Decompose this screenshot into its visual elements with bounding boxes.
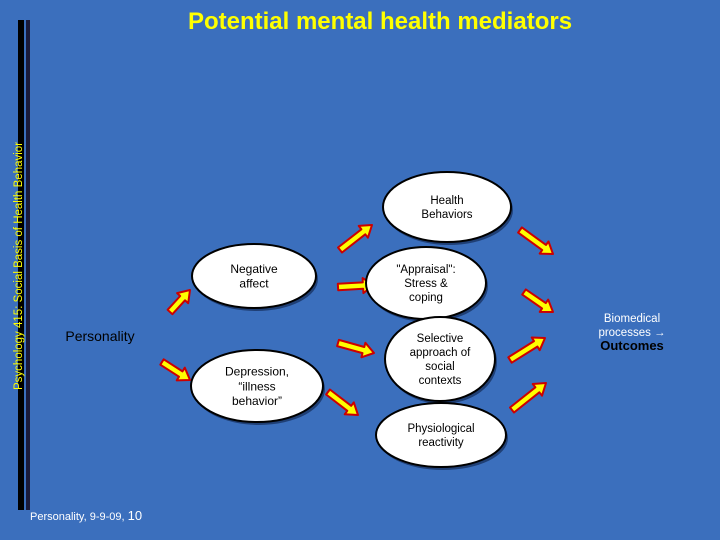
node-label-line: Depression,	[225, 365, 289, 379]
node-layer: Personality NegativeaffectDepression,“ill…	[65, 171, 666, 470]
left-bar-inner	[26, 20, 30, 510]
node-selective-approach: Selective approach of social contexts	[384, 316, 497, 404]
node-label-line: Negative	[230, 262, 278, 276]
arrow-personality-to-depression	[159, 358, 191, 382]
arrow-depression-to-selective-approach	[325, 388, 359, 416]
node-outcomes: Biomedical processes →Outcomes	[598, 313, 665, 353]
node-label-line: “illness	[238, 379, 275, 393]
node-physiological-reactivity: Physiological reactivity	[375, 402, 508, 470]
arrow-negative-affect-to-selective-approach	[336, 338, 375, 359]
node-label-line: processes →	[598, 327, 665, 339]
footer: Personality, 9-9-09, 10	[30, 508, 142, 523]
arrow-physiological-reactivity-to-outcomes	[509, 382, 547, 414]
node-ellipse	[382, 171, 512, 243]
node-ellipse	[375, 402, 507, 468]
node-label-line: Health	[430, 195, 463, 207]
node-label-line: behavior”	[232, 394, 282, 408]
node-label-line: Selective	[417, 333, 464, 345]
node-label-line: Personality	[65, 328, 134, 344]
arrow-appraisal-to-outcomes	[521, 288, 554, 313]
sidebar-course-label: Psychology 415: Social Basis of Health B…	[13, 141, 25, 390]
node-label-line: contexts	[419, 375, 462, 387]
node-appraisal: "Appraisal": Stress & coping	[365, 246, 488, 322]
node-label-line: coping	[409, 292, 443, 304]
node-ellipse	[191, 243, 317, 309]
node-label-line: reactivity	[418, 437, 464, 449]
node-label-line: affect	[239, 277, 269, 291]
arrow-personality-to-negative-affect	[166, 289, 191, 316]
node-label-line: Physiological	[407, 423, 474, 435]
arrow-selective-approach-to-outcomes	[507, 336, 546, 364]
node-ellipse	[384, 316, 496, 402]
arrow-negative-affect-to-health-behaviors	[337, 224, 373, 254]
arrow-layer	[159, 224, 554, 416]
node-label-line: Biomedical	[604, 313, 660, 325]
page-number: 10	[127, 508, 143, 523]
node-label-line: Stress &	[404, 278, 448, 290]
arrow-health-behaviors-to-outcomes	[517, 226, 554, 255]
node-label-line: "Appraisal":	[396, 264, 455, 276]
node-label-line: social	[425, 361, 454, 373]
node-label-line: Outcomes	[600, 338, 664, 353]
node-ellipse	[190, 349, 324, 423]
left-bar-outer	[18, 20, 24, 510]
footer-text: Personality, 9-9-09,	[30, 511, 125, 523]
slide-title: Potential mental health mediators	[187, 8, 573, 35]
node-personality: Personality	[65, 328, 134, 344]
node-label-line: approach of	[410, 347, 472, 359]
node-label-line: Behaviors	[421, 209, 472, 221]
